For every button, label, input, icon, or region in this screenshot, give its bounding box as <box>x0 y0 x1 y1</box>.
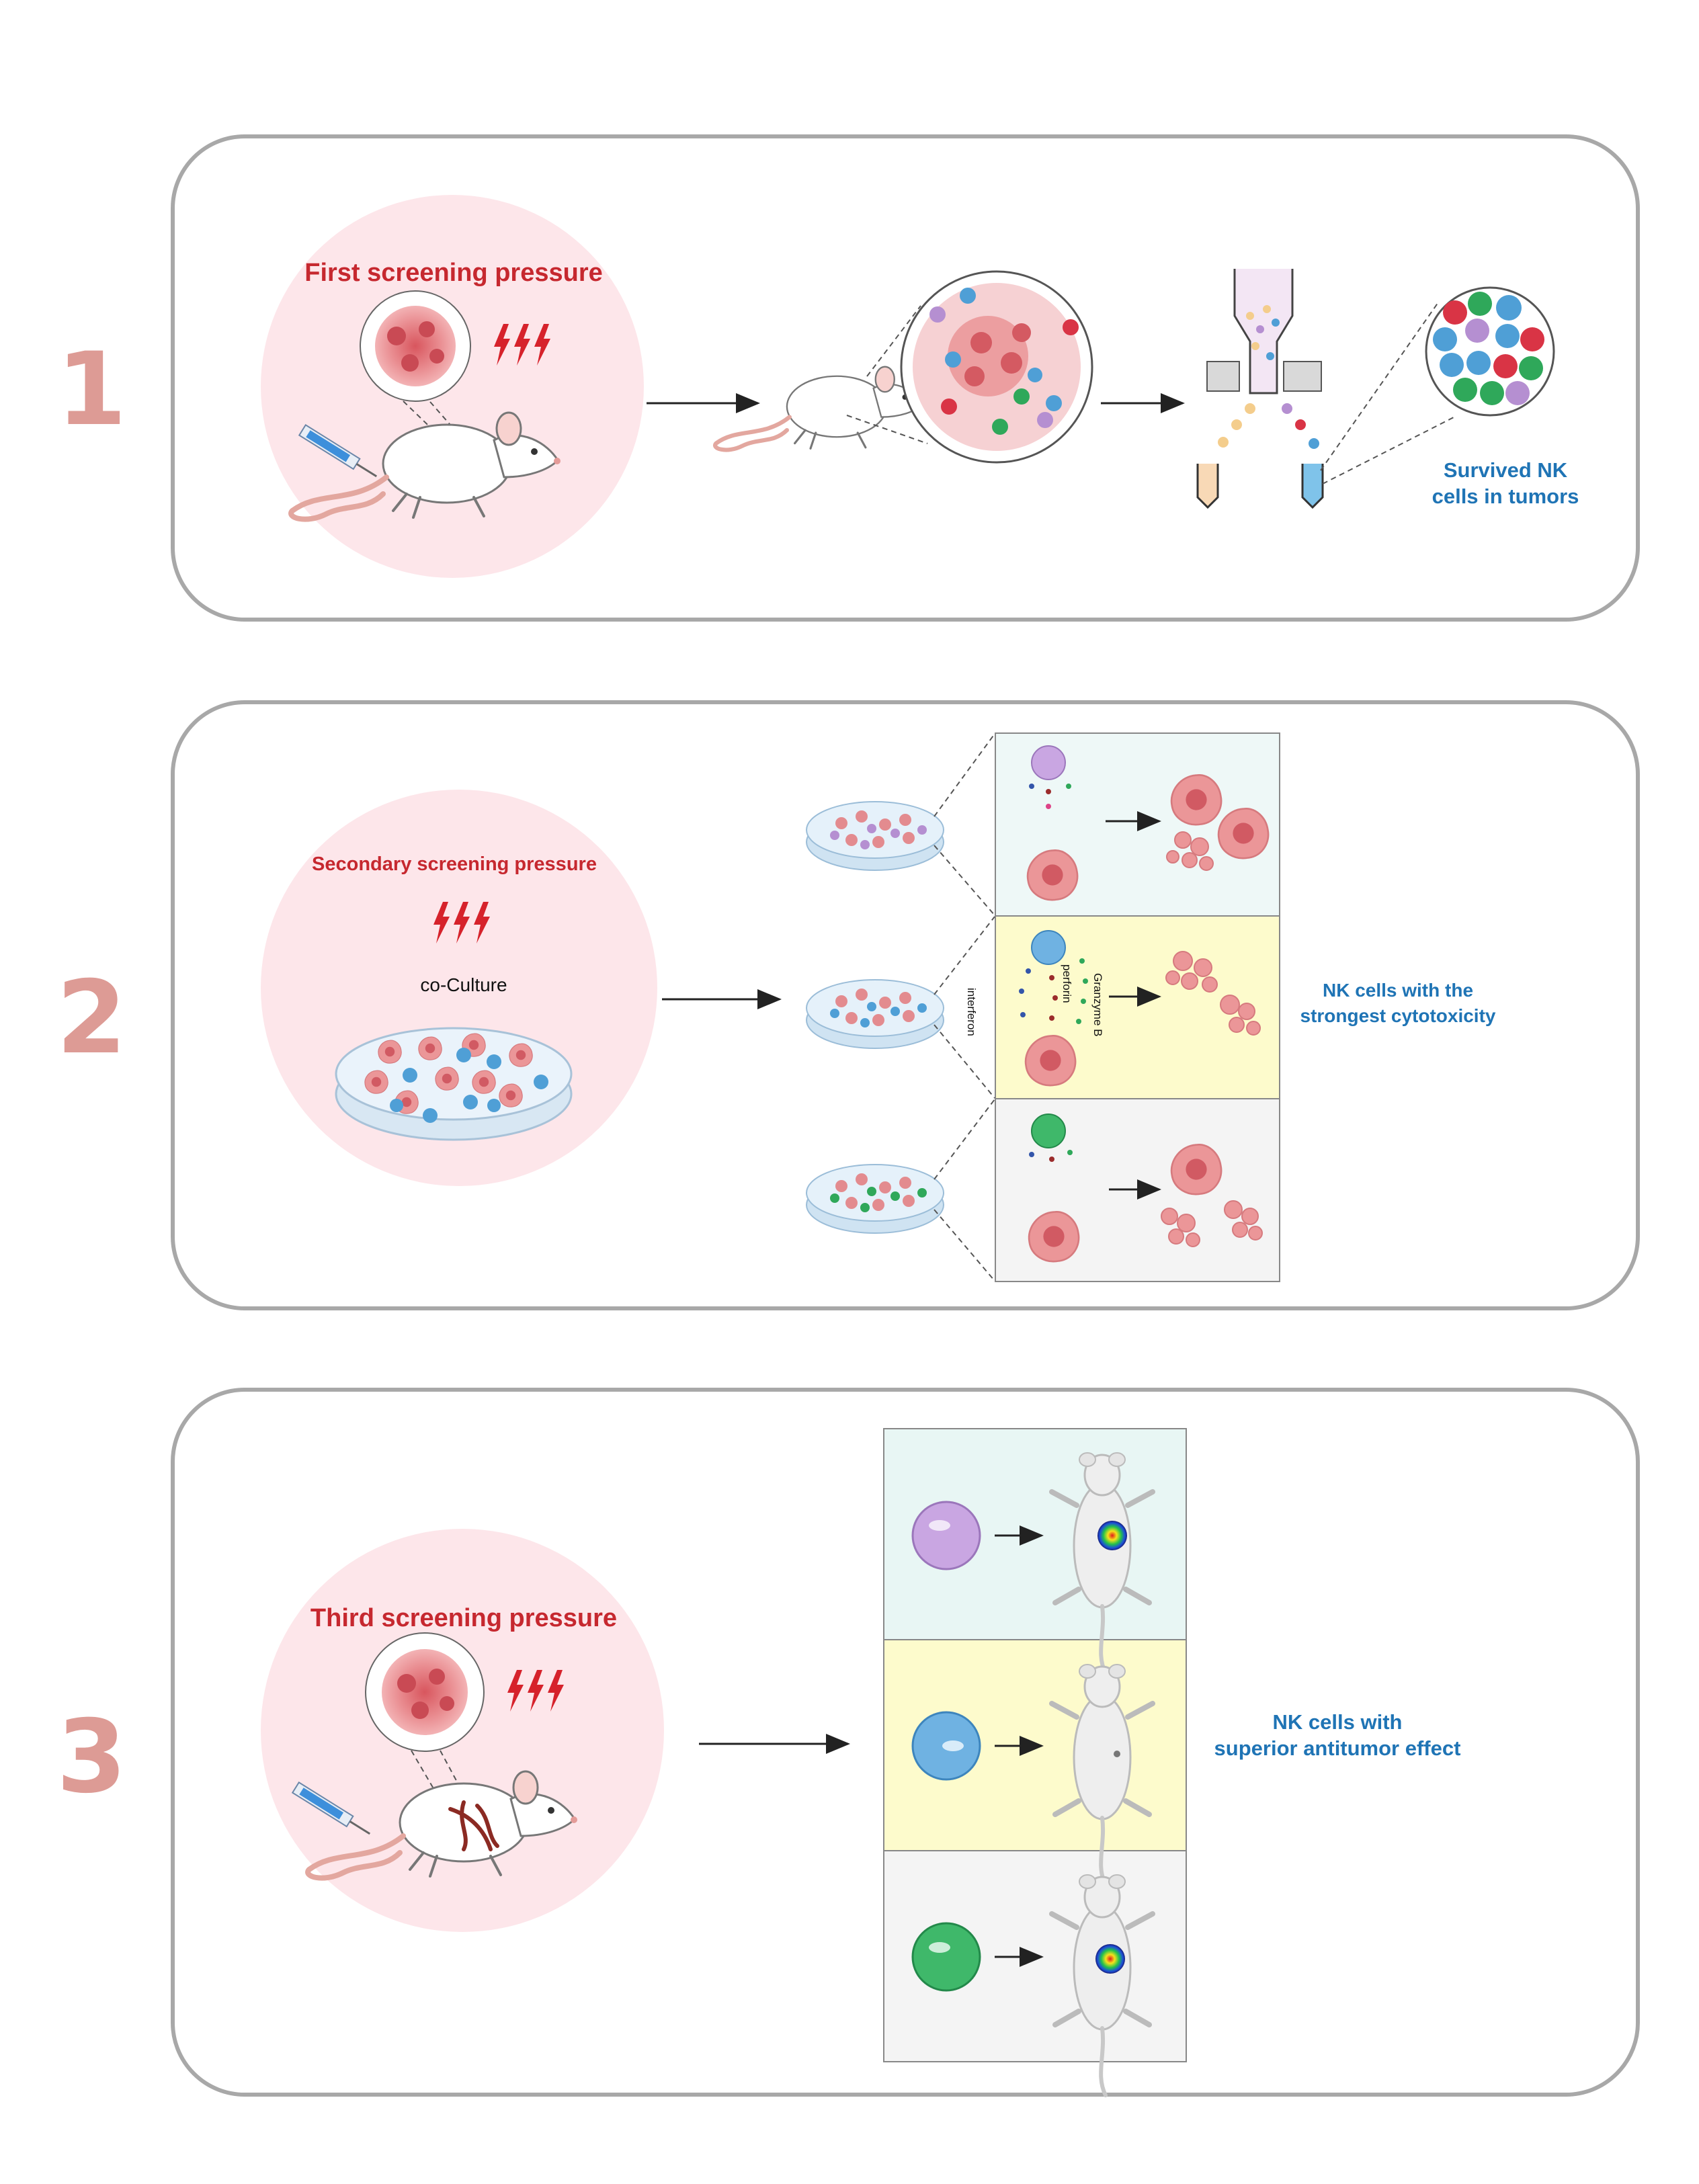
step-1-title: First screening pressure <box>304 259 603 287</box>
assay-green-contents <box>1028 1114 1263 1263</box>
treatment-row-green <box>911 1875 1153 2095</box>
petri-dish-green <box>806 1164 944 1234</box>
syringe-icon <box>298 423 378 478</box>
petri-dish-purple <box>806 801 944 871</box>
mouse-icon <box>715 367 925 450</box>
survived-nk-label-2: cells in tumors <box>1432 485 1579 508</box>
tumor-cluster-icon <box>360 290 471 402</box>
survived-nk-label-1: Survived NK <box>1443 458 1568 482</box>
treatment-row-purple <box>911 1453 1153 1673</box>
lightning-icon <box>507 1670 564 1712</box>
strongest-cytotoxicity-label-1: NK cells with the <box>1322 980 1474 1001</box>
step-2-title: Secondary screening pressure <box>312 853 597 875</box>
syringe-icon <box>291 1781 371 1835</box>
lightning-icon <box>433 902 490 943</box>
step-number-3: 3 <box>56 1699 127 1816</box>
step-3-title: Third screening pressure <box>310 1604 618 1632</box>
assay-blue-contents <box>1019 930 1261 1087</box>
mouse-icon <box>291 413 561 519</box>
co-culture-dish-icon <box>335 1027 573 1141</box>
lightning-icon <box>494 324 550 366</box>
tumor-cluster-icon <box>365 1632 485 1752</box>
petri-dish-blue <box>806 979 944 1049</box>
strongest-cytotoxicity-label-2: strongest cytotoxicity <box>1300 1005 1496 1026</box>
assay-purple-contents <box>1026 745 1270 901</box>
antitumor-label-2: superior antitumor effect <box>1214 1736 1461 1760</box>
survived-nk-cluster <box>1425 286 1555 417</box>
treatment-row-blue <box>911 1665 1153 1885</box>
step-number-1: 1 <box>56 331 127 448</box>
mouse-icon <box>308 1771 577 1878</box>
co-culture-label: co-Culture <box>420 974 507 995</box>
antitumor-label-1: NK cells with <box>1272 1710 1403 1734</box>
tumor-tissue-zoom <box>900 270 1093 464</box>
step-number-2: 2 <box>56 960 127 1077</box>
magnetic-separator-icon <box>1196 269 1324 509</box>
